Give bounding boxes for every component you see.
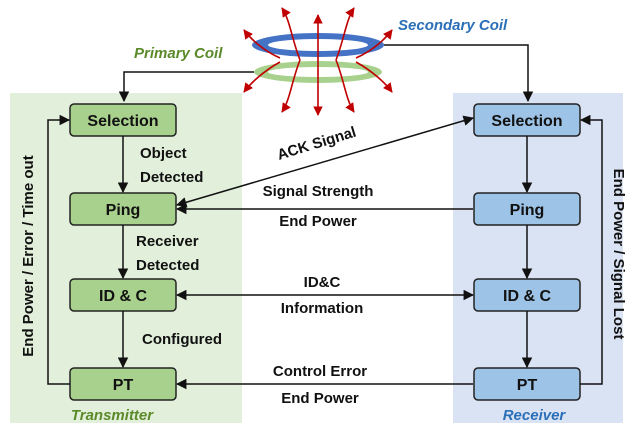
receiver-states: Selection Ping ID & C PT [473, 103, 581, 401]
transmitter-title: Transmitter [71, 407, 154, 424]
primary-coil-label: Primary Coil [134, 45, 223, 62]
ack-signal-label: ACK Signal [275, 124, 358, 164]
ping-msg-line1: Signal Strength [263, 183, 374, 200]
rx-pt-label: PT [517, 377, 538, 394]
secondary-coil-label: Secondary Coil [398, 17, 508, 34]
tx-selection-label: Selection [87, 113, 158, 130]
field-lines [243, 7, 393, 116]
tx-transition-configured: Configured [142, 331, 222, 348]
idc-msg-line2: Information [281, 300, 364, 317]
idc-msg-line1: ID&C [304, 274, 341, 291]
pt-msg-line1: Control Error [273, 363, 367, 380]
rx-ping-label: Ping [510, 202, 545, 219]
tx-transition-receiver: Receiver Detected [136, 233, 203, 274]
tx-pt-label: PT [113, 377, 134, 394]
rx-selection-label: Selection [491, 113, 562, 130]
rx-idc-label: ID & C [503, 288, 551, 305]
rx-loop [579, 114, 603, 385]
tx-loop [47, 114, 71, 385]
tx-loop-label: End Power / Error / Time out [20, 155, 37, 356]
pt-msg-line2: End Power [281, 390, 359, 407]
rx-loop-label: End Power / Signal Lost [610, 169, 627, 340]
ping-msg-line2: End Power [279, 213, 357, 230]
coil-connectors [118, 44, 534, 103]
tx-ping-label: Ping [106, 202, 141, 219]
receiver-title: Receiver [503, 407, 567, 424]
transmitter-states: Selection Ping ID & C PT [69, 103, 177, 401]
message-arrows [175, 115, 475, 390]
tx-idc-label: ID & C [99, 288, 147, 305]
